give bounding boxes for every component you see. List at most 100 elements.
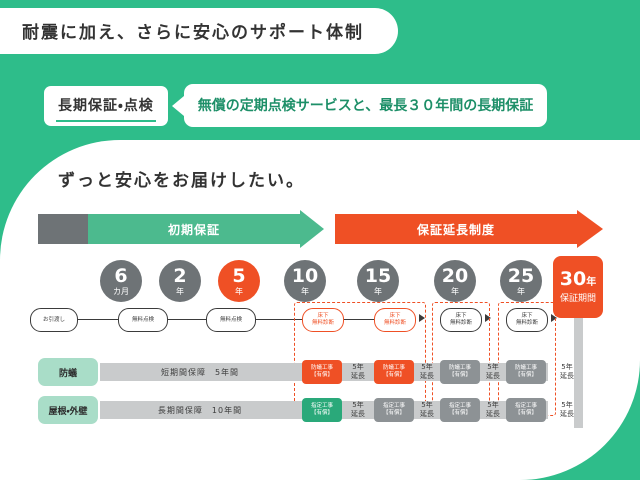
extend-roof-2: 5年 延長: [414, 398, 440, 422]
warranty-period-unit: 年: [586, 277, 597, 289]
work-block-roof-4: 指定工事 【有償】: [506, 398, 546, 422]
milestone-number: 5: [232, 264, 246, 287]
header-band: 長期保証・点検 無償の定期点検サービスと、最長３０年間の長期保証: [44, 84, 548, 127]
inspection-0: お引渡し: [30, 308, 78, 332]
work-block-roof-2: 指定工事 【有償】: [374, 398, 414, 422]
milestone-unit: 年: [374, 286, 382, 296]
inspection-line2: 無料診断: [449, 320, 472, 326]
extend-line2: 延長: [351, 372, 365, 380]
inspection-line2: 無料診断: [383, 320, 406, 326]
inspection-line2: 無料診断: [311, 320, 334, 326]
arrow-extended-warranty: 保証延長制度: [335, 210, 603, 248]
row-bar-roof-exterior: 長期間保障 10年間: [100, 401, 300, 419]
extend-termite-3: 5年 延長: [480, 360, 506, 384]
extend-line2: 延長: [420, 372, 434, 380]
extend-roof-4: 5年 延長: [552, 398, 582, 422]
inspection-chain: お引渡し 無料点検 無料点検 床下 無料診断 床下 無料診断 床下 無料診断 床…: [0, 308, 640, 342]
extend-line1: 5年: [352, 400, 364, 409]
milestone-circle: 2 年: [159, 260, 201, 302]
milestone-unit: 年: [451, 286, 459, 296]
row-bar-termite: 短期間保障 5年間: [100, 363, 300, 381]
work-label-line2: 【有償】: [448, 410, 471, 416]
warranty-period-number: 30年: [559, 268, 597, 291]
extend-line1: 5年: [421, 362, 433, 371]
milestone-circle: 15 年: [357, 260, 399, 302]
work-label-line2: 【有償】: [310, 410, 333, 416]
work-label-line1: 指定工事: [310, 402, 333, 409]
extend-roof-1: 5年 延長: [344, 398, 372, 422]
work-label-line2: 【有償】: [382, 410, 405, 416]
extend-termite-4: 5年 延長: [552, 360, 582, 384]
extend-line1: 5年: [487, 362, 499, 371]
work-label-line1: 指定工事: [448, 402, 471, 409]
extend-line1: 5年: [352, 362, 364, 371]
extend-line1: 5年: [561, 362, 573, 371]
arrow-initial-warranty: 初期保証: [88, 210, 324, 248]
extend-line1: 5年: [487, 400, 499, 409]
extend-line2: 延長: [486, 372, 500, 380]
work-label-line2: 【有償】: [514, 410, 537, 416]
work-label-line2: 【有償】: [382, 372, 405, 378]
row-label-termite: 防蟻: [38, 358, 98, 386]
warranty-period-caption: 保証期間: [559, 294, 596, 305]
inspection-line1: お引渡し: [42, 316, 65, 323]
milestone-1: 2 年: [159, 260, 201, 302]
inspection-line1: 床下: [521, 313, 533, 320]
milestone-2: 5 年: [218, 260, 260, 302]
milestone-unit: 年: [176, 286, 184, 296]
page-headline: 耐震に加え、さらに安心のサポート体制: [0, 8, 398, 54]
work-label-line2: 【有償】: [514, 372, 537, 378]
inspection-2: 無料点検: [206, 308, 256, 332]
milestone-unit: 年: [517, 286, 525, 296]
work-block-roof-1: 指定工事 【有償】: [302, 398, 342, 422]
milestone-unit: 年: [235, 286, 243, 296]
chain-arrow-icon: [485, 314, 491, 322]
row-label-roof-exterior: 屋根・外壁: [38, 396, 98, 424]
milestone-number: 6: [114, 264, 128, 287]
inspection-line1: 床下: [389, 313, 401, 320]
card-title: ずっと安心をお届けしたい。: [58, 171, 305, 191]
milestone-number: 20: [441, 264, 469, 287]
work-block-termite-3: 防蟻工事 【有償】: [440, 360, 480, 384]
work-label-line1: 防蟻工事: [514, 364, 537, 371]
extend-line1: 5年: [421, 400, 433, 409]
extend-termite-1: 5年 延長: [344, 360, 372, 384]
inspection-line1: 無料点検: [219, 316, 242, 323]
row-termite: 防蟻 短期間保障 5年間 防蟻工事 【有償】 5年 延長 防蟻工事 【有償】 5…: [0, 358, 640, 388]
milestone-number: 15: [364, 264, 392, 287]
work-block-termite-4: 防蟻工事 【有償】: [506, 360, 546, 384]
extend-line1: 5年: [561, 400, 573, 409]
extend-line2: 延長: [351, 410, 365, 418]
milestone-circle: 20 年: [434, 260, 476, 302]
inspection-line2: 無料診断: [515, 320, 538, 326]
work-label-line1: 指定工事: [382, 402, 405, 409]
milestone-number: 10: [291, 264, 319, 287]
milestone-3: 10 年: [284, 260, 326, 302]
timeline-stem: [574, 318, 583, 428]
work-block-roof-3: 指定工事 【有償】: [440, 398, 480, 422]
milestone-number: 2: [173, 264, 187, 287]
arrow-head-icon: [577, 210, 603, 248]
milestone-unit: カ月: [113, 286, 129, 296]
chain-arrow-icon: [419, 314, 425, 322]
phase-arrows: 初期保証 保証延長制度: [0, 210, 640, 254]
handover-stub: [38, 214, 88, 244]
milestone-circle: 25 年: [500, 260, 542, 302]
extend-line2: 延長: [560, 372, 574, 380]
milestone-circle: 6 カ月: [100, 260, 142, 302]
milestone-unit: 年: [301, 286, 309, 296]
work-label-line1: 防蟻工事: [310, 364, 333, 371]
inspection-6: 床下 無料診断: [506, 308, 548, 332]
inspection-line1: 床下: [455, 313, 467, 320]
inspection-4: 床下 無料診断: [374, 308, 416, 332]
extend-termite-2: 5年 延長: [414, 360, 440, 384]
work-label-line2: 【有償】: [448, 372, 471, 378]
work-label-line1: 指定工事: [514, 402, 537, 409]
work-block-termite-1: 防蟻工事 【有償】: [302, 360, 342, 384]
extend-line2: 延長: [486, 410, 500, 418]
header-description: 無償の定期点検サービスと、最長３０年間の長期保証: [183, 84, 548, 127]
chain-arrow-icon: [551, 314, 557, 322]
inspection-3: 床下 無料診断: [302, 308, 344, 332]
arrow-head-icon: [300, 210, 324, 248]
arrow-label-extended: 保証延長制度: [416, 222, 495, 237]
